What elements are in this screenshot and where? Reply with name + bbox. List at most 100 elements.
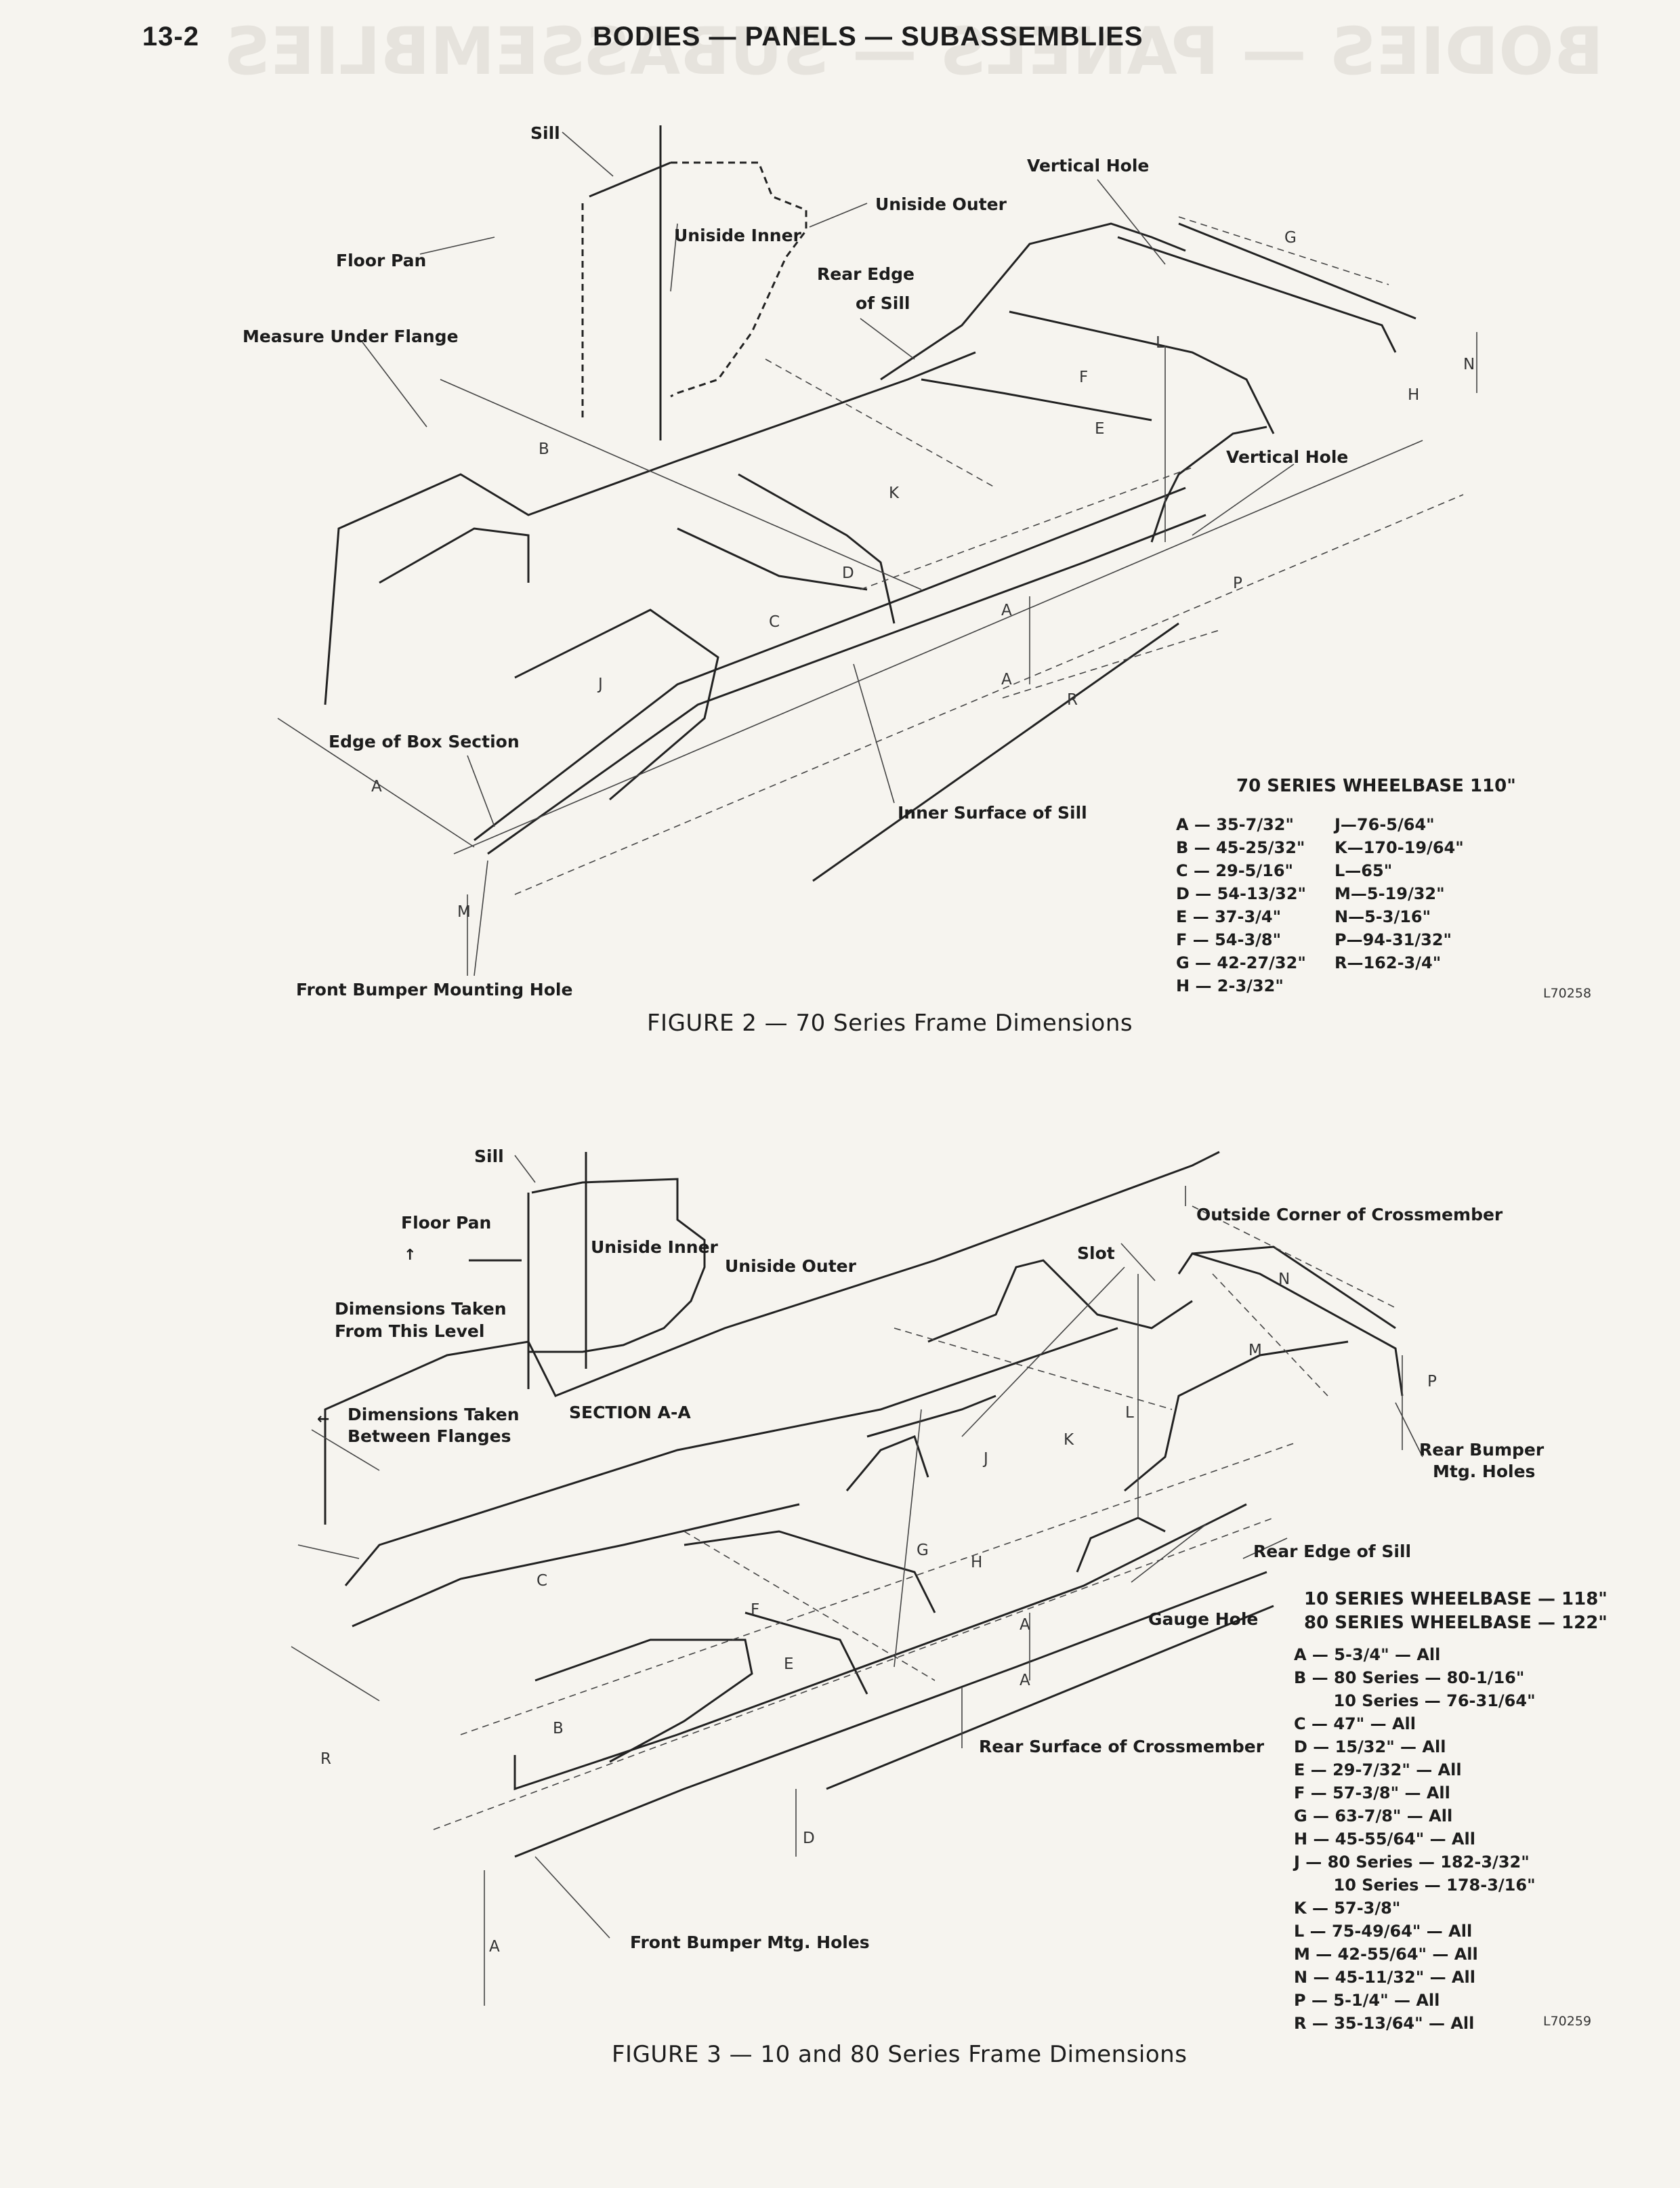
fig2-spec-row: J—76-5/64" <box>1335 815 1435 834</box>
fig2-spec-row: G — 42-27/32" <box>1176 953 1306 972</box>
fig3-label-gauge-hole: Gauge Hole <box>1148 1609 1259 1629</box>
fig2-dim-L: L <box>1156 334 1164 352</box>
fig2-spec-row: E — 37-3/4" <box>1176 907 1282 926</box>
fig3-arrow-up-icon: ↑ <box>404 1247 417 1264</box>
fig3-spec-title-1: 10 SERIES WHEELBASE — 118" <box>1304 1589 1608 1609</box>
fig3-label-dims-flanges-2: Between Flanges <box>348 1426 511 1446</box>
fig2-spec-left-column: A — 35-7/32" B — 45-25/32" C — 29-5/16" … <box>1176 813 1306 997</box>
fig2-label-edge-box-section: Edge of Box Section <box>329 732 520 751</box>
fig3-dim-P: P <box>1427 1373 1437 1390</box>
fig2-label-vertical-hole-right: Vertical Hole <box>1226 447 1349 467</box>
fig2-spec-row: A — 35-7/32" <box>1176 815 1295 834</box>
fig2-spec-row: M—5-19/32" <box>1335 884 1445 903</box>
fig3-dim-G: G <box>917 1542 929 1559</box>
fig2-spec-row: K—170-19/64" <box>1335 838 1464 857</box>
fig2-spec-right-column: J—76-5/64" K—170-19/64" L—65" M—5-19/32"… <box>1335 813 1464 974</box>
fig3-spec-row: E — 29-7/32" — All <box>1294 1760 1462 1779</box>
fig2-dim-D: D <box>842 564 854 582</box>
fig3-label-slot: Slot <box>1077 1243 1115 1263</box>
fig3-dim-K: K <box>1064 1431 1074 1449</box>
fig3-label-dims-flanges-1: Dimensions Taken <box>348 1405 520 1424</box>
fig3-arrow-left-icon: ← <box>317 1411 330 1428</box>
fig3-spec-row: M — 42-55/64" — All <box>1294 1945 1478 1964</box>
fig3-dim-A3: A <box>1020 1672 1030 1689</box>
fig2-dim-P: P <box>1233 575 1242 592</box>
fig2-label-uniside-outer: Uniside Outer <box>875 194 1007 214</box>
fig2-dim-J: J <box>598 676 603 693</box>
fig3-spec-row: P — 5-1/4" — All <box>1294 1991 1440 2010</box>
fig3-dim-H: H <box>971 1554 983 1571</box>
fig3-spec-row: J — 80 Series — 182-3/32" <box>1294 1853 1530 1872</box>
fig3-spec-row: 10 Series — 178-3/16" <box>1294 1876 1536 1895</box>
fig2-spec-row: F — 54-3/8" <box>1176 930 1282 949</box>
fig2-dim-A3: A <box>1001 671 1012 688</box>
fig3-spec-row: A — 5-3/4" — All <box>1294 1645 1441 1664</box>
fig3-dim-L: L <box>1125 1404 1134 1422</box>
fig2-caption: FIGURE 2 — 70 Series Frame Dimensions <box>647 1010 1133 1037</box>
fig2-spec-row: L—65" <box>1335 861 1393 880</box>
fig3-spec-row: D — 15/32" — All <box>1294 1737 1446 1756</box>
fig3-ref-code: L70259 <box>1543 2014 1592 2029</box>
fig3-spec-row: F — 57-3/8" — All <box>1294 1783 1450 1802</box>
fig3-label-section-aa: SECTION A-A <box>569 1403 691 1422</box>
fig3-spec-row: N — 45-11/32" — All <box>1294 1968 1475 1987</box>
fig2-label-floor-pan: Floor Pan <box>336 251 427 270</box>
fig2-dim-A: A <box>371 778 382 796</box>
fig3-label-uniside-inner: Uniside Inner <box>591 1237 718 1257</box>
fig2-label-measure-under-flange: Measure Under Flange <box>243 327 459 346</box>
fig2-spec-row: C — 29-5/16" <box>1176 861 1294 880</box>
fig2-spec-row: H — 2-3/32" <box>1176 976 1284 995</box>
fig2-label-vertical-hole-top: Vertical Hole <box>1027 156 1150 176</box>
fig3-label-dims-level-1: Dimensions Taken <box>335 1299 507 1319</box>
fig3-label-outside-corner: Outside Corner of Crossmember <box>1196 1205 1503 1224</box>
fig2-label-uniside-inner: Uniside Inner <box>674 226 801 245</box>
page-title: BODIES — PANELS — SUBASSEMBLIES <box>593 22 1143 51</box>
fig2-dim-F: F <box>1079 369 1089 386</box>
fig3-label-rear-edge-sill: Rear Edge of Sill <box>1253 1542 1412 1561</box>
fig2-spec-row: N—5-3/16" <box>1335 907 1431 926</box>
fig2-dim-M: M <box>457 903 471 921</box>
fig3-spec-list: A — 5-3/4" — All B — 80 Series — 80-1/16… <box>1294 1643 1536 2035</box>
fig3-spec-title-2: 80 SERIES WHEELBASE — 122" <box>1304 1613 1608 1633</box>
fig2-label-rear-edge-1: Rear Edge <box>817 264 915 284</box>
fig3-label-rear-bumper-2: Mtg. Holes <box>1433 1462 1536 1481</box>
fig3-label-dims-level-2: From This Level <box>335 1321 485 1341</box>
fig2-label-front-bumper-hole: Front Bumper Mounting Hole <box>296 980 573 999</box>
fig3-dim-B: B <box>553 1720 564 1737</box>
fig2-spec-title: 70 SERIES WHEELBASE 110" <box>1236 776 1516 796</box>
fig3-spec-row: C — 47" — All <box>1294 1714 1416 1733</box>
fig2-spec-row: B — 45-25/32" <box>1176 838 1305 857</box>
fig3-dim-R: R <box>320 1750 331 1768</box>
fig2-dim-R: R <box>1067 691 1078 709</box>
fig3-label-front-bumper-holes: Front Bumper Mtg. Holes <box>630 1933 870 1952</box>
fig2-dim-C: C <box>769 613 780 631</box>
fig3-dim-M: M <box>1248 1342 1262 1359</box>
fig2-dim-G: G <box>1284 229 1297 247</box>
fig3-dim-D: D <box>803 1830 815 1847</box>
fig2-label-rear-edge-2: of Sill <box>856 293 910 313</box>
fig2-dim-E: E <box>1095 420 1105 438</box>
fig3-spec-row: 10 Series — 76-31/64" <box>1294 1691 1536 1710</box>
fig2-dim-H: H <box>1408 386 1420 404</box>
fig3-label-rear-bumper-1: Rear Bumper <box>1419 1440 1545 1460</box>
fig2-dim-N: N <box>1463 356 1475 373</box>
fig2-label-inner-surface-sill: Inner Surface of Sill <box>898 803 1087 823</box>
fig2-dim-B: B <box>539 440 549 458</box>
fig2-spec-row: D — 54-13/32" <box>1176 884 1307 903</box>
fig3-label-sill: Sill <box>474 1147 504 1166</box>
fig3-spec-row: B — 80 Series — 80-1/16" <box>1294 1668 1525 1687</box>
fig3-spec-row: R — 35-13/64" — All <box>1294 2014 1475 2033</box>
fig3-dim-A2: A <box>1020 1616 1030 1634</box>
fig2-ref-code: L70258 <box>1543 986 1592 1001</box>
fig3-dim-F: F <box>751 1601 760 1619</box>
fig3-label-floor-pan: Floor Pan <box>401 1213 492 1233</box>
fig3-dim-C: C <box>537 1572 548 1590</box>
fig3-spec-row: L — 75-49/64" — All <box>1294 1922 1473 1941</box>
fig2-label-sill: Sill <box>530 123 560 143</box>
fig3-label-uniside-outer: Uniside Outer <box>725 1256 856 1276</box>
fig2-spec-row: P—94-31/32" <box>1335 930 1452 949</box>
fig3-spec-row: H — 45-55/64" — All <box>1294 1830 1475 1849</box>
fig3-caption: FIGURE 3 — 10 and 80 Series Frame Dimens… <box>612 2041 1188 2068</box>
fig3-dim-N: N <box>1278 1271 1290 1288</box>
